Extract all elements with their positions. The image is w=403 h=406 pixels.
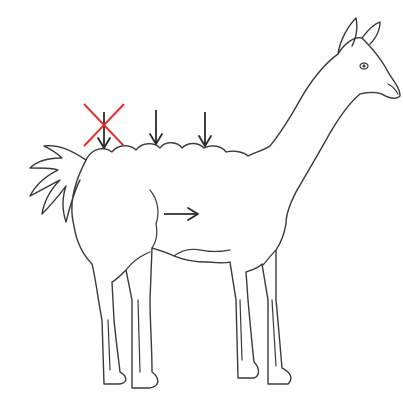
llama-tail [30,146,86,222]
down-arrow-icon [150,110,162,144]
crossed-arrow-marker [84,104,124,148]
spine-arrow-1 [150,110,162,144]
down-arrow-icon [199,112,211,146]
spine-arrow-2 [199,112,211,146]
side-arrow-marker [164,208,198,220]
llama-head [338,18,398,94]
right-arrow-icon [164,208,198,220]
llama-body [72,38,400,388]
